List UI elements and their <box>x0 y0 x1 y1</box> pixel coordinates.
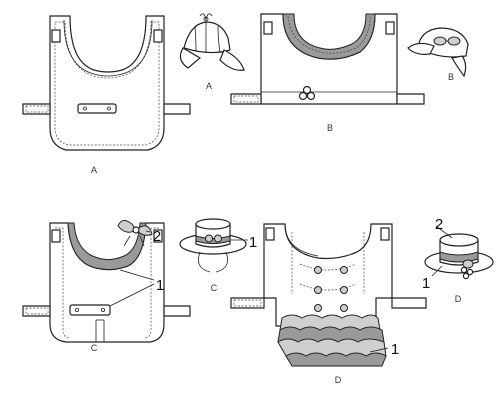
figure-label-d-hat: D <box>455 294 462 304</box>
deerstalker-hat-a <box>179 13 245 71</box>
figure-label-b-bib: B <box>327 123 333 133</box>
callout-d-hat-2: 2 <box>435 216 443 233</box>
callout-d-hat-1: 1 <box>422 275 430 292</box>
callout-c-hat-1: 1 <box>249 234 257 251</box>
callout-c-bib-2: 2 <box>153 228 161 245</box>
bib-view-b <box>230 13 425 105</box>
pilot-cap-b <box>407 27 469 78</box>
bib-view-a <box>22 15 191 151</box>
figure-label-a-hat: A <box>206 81 212 91</box>
figure-label-d-bib: D <box>335 375 342 385</box>
callout-c-bib-1: 1 <box>156 277 164 294</box>
figure-label-b-hat: B <box>448 72 454 82</box>
callout-d-bib-1: 1 <box>391 341 399 358</box>
bib-view-c <box>22 220 191 343</box>
mini-top-hat-d <box>424 225 494 280</box>
figure-label-c-hat: C <box>211 283 218 293</box>
figure-label-c-bib: C <box>91 343 98 353</box>
mini-top-hat-c <box>179 218 248 273</box>
figure-label-a-bib: A <box>91 165 97 175</box>
bib-view-d <box>230 223 427 367</box>
